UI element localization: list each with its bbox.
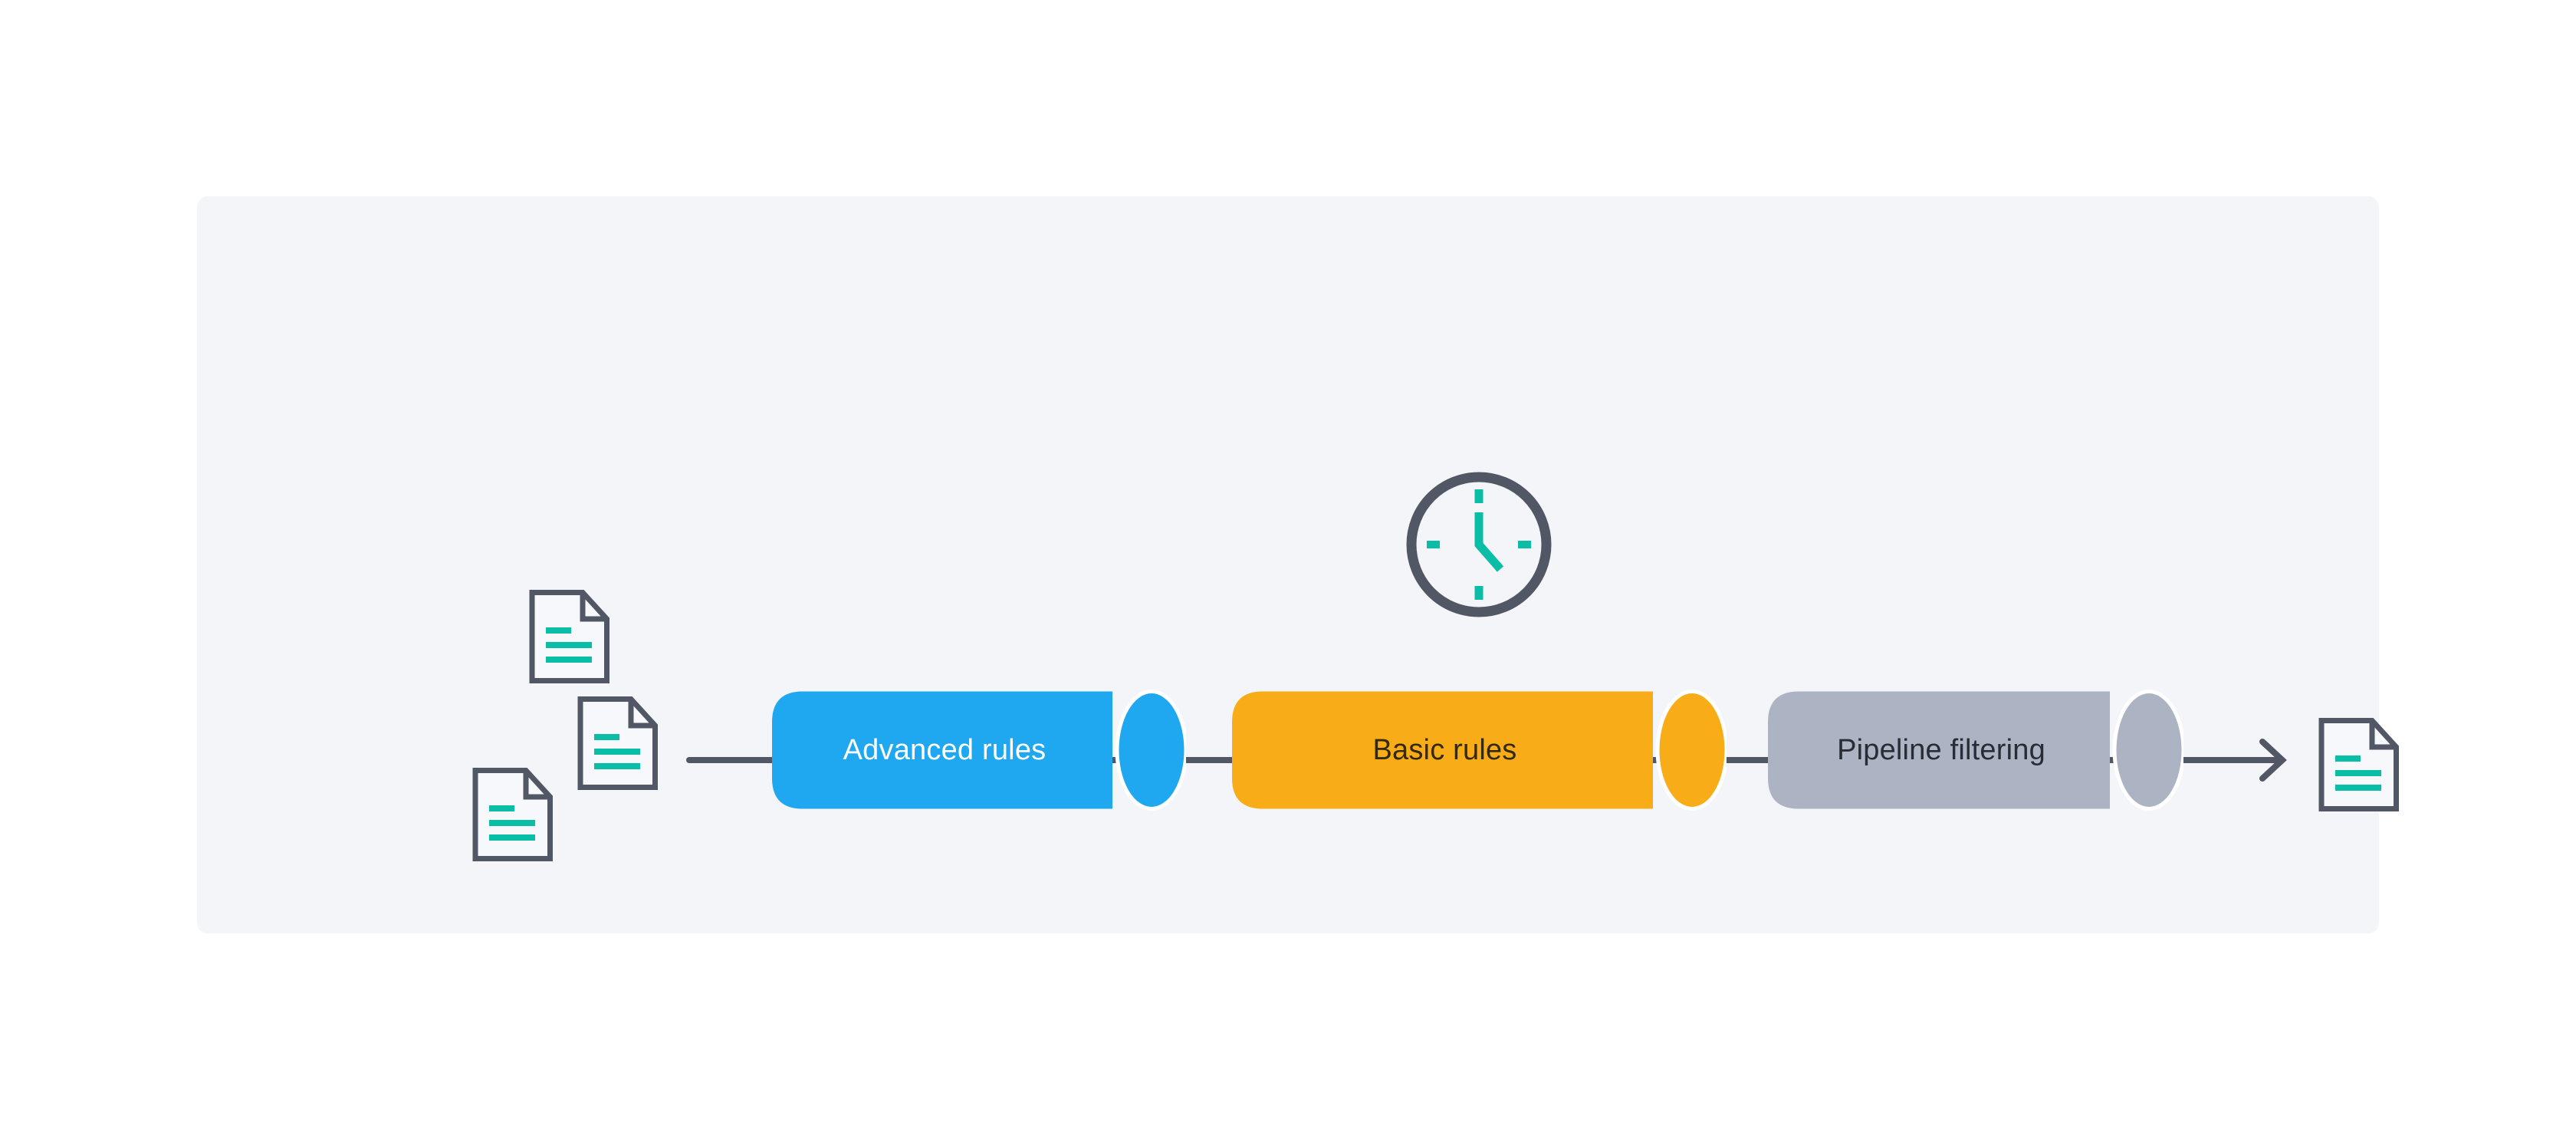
clock-tick-9 (1427, 541, 1440, 548)
clock-tick-6 (1474, 586, 1484, 600)
cylinder-body (1232, 691, 1653, 809)
stage-cylinder-basic-rules (1232, 690, 1727, 811)
clock-icon (1406, 472, 1552, 617)
arrow-head-icon (2259, 739, 2287, 782)
cylinder-body (1768, 691, 2110, 809)
cylinder-body (772, 691, 1112, 809)
clock-tick-3 (1518, 541, 1531, 548)
clock-hands (1474, 512, 1504, 572)
document-icon (529, 590, 610, 683)
cylinder-cap (2112, 690, 2183, 811)
cylinder-cap (1115, 690, 1186, 811)
document-icon (577, 696, 658, 790)
document-icon (472, 768, 553, 861)
document-icon (2318, 718, 2399, 811)
pipeline-diagram-panel: Advanced rules Basic rules Pipeline filt… (197, 196, 2399, 933)
clock-tick-12 (1474, 489, 1484, 503)
stage-cylinder-advanced-rules (772, 690, 1186, 811)
stage-cylinder-pipeline-filtering (1768, 690, 2183, 811)
cylinder-cap (1655, 690, 1727, 811)
